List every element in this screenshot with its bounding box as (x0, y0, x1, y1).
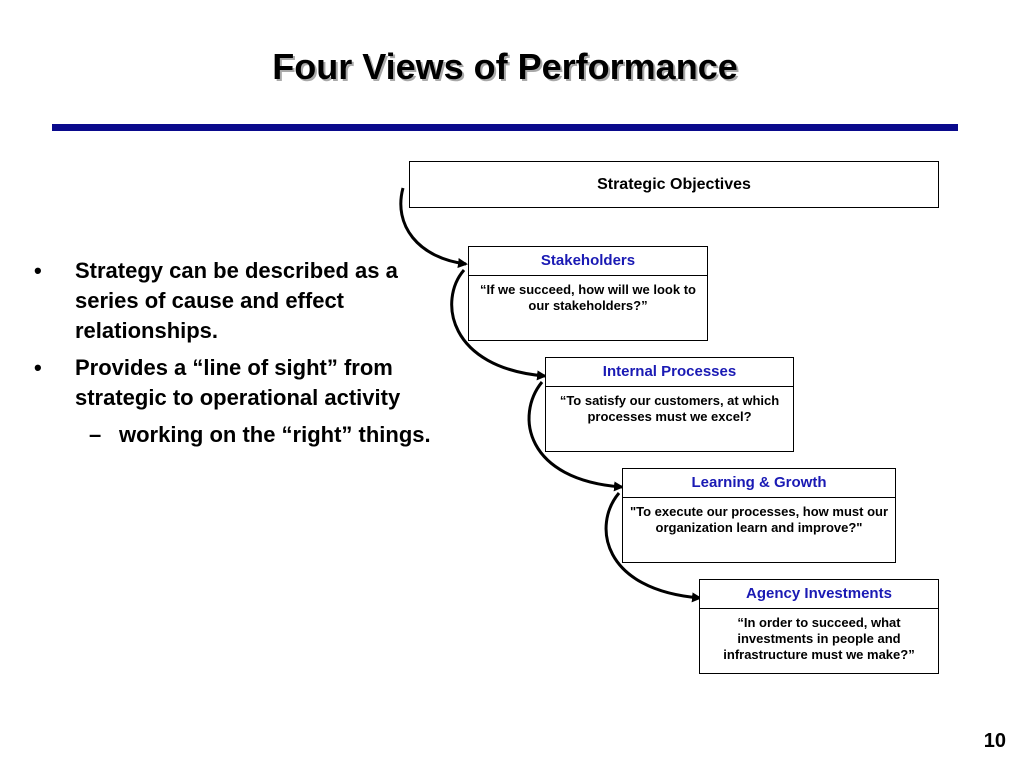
arrow-objectives-to-stakeholders (399, 187, 468, 268)
sub-bullet-mark: – (89, 422, 102, 447)
box-question: “In order to succeed, what investments i… (723, 615, 915, 662)
bullet-mark: • (34, 355, 42, 380)
arrow-learning-to-agency (604, 492, 702, 603)
box-heading: Stakeholders (469, 247, 707, 276)
strategic-objectives-box: Strategic Objectives (409, 161, 939, 208)
arrow-stakeholders-to-internal (450, 269, 547, 381)
sub-bullet-text: working on the “right” things. (119, 422, 431, 447)
bullet-text: Provides a “line of sight” from strategi… (75, 355, 401, 410)
learning-growth-box: Learning & Growth "To execute our proces… (622, 468, 896, 563)
slide-title: Four Views of Performance (272, 46, 738, 87)
bullet-mark: • (34, 258, 42, 283)
bullet-list: • Strategy can be described as a series … (34, 256, 444, 457)
stakeholders-box: Stakeholders “If we succeed, how will we… (468, 246, 708, 341)
sub-bullet-item: – working on the “right” things. (34, 420, 444, 450)
internal-processes-box: Internal Processes “To satisfy our custo… (545, 357, 794, 452)
box-question: "To execute our processes, how must our … (629, 504, 889, 535)
arrow-internal-to-learning (527, 381, 624, 492)
bullet-item: • Strategy can be described as a series … (34, 256, 444, 346)
bullet-text: Strategy can be described as a series of… (75, 258, 398, 343)
agency-investments-box: Agency Investments “In order to succeed,… (699, 579, 939, 674)
bullet-item: • Provides a “line of sight” from strate… (34, 353, 444, 413)
box-question: “If we succeed, how will we look to our … (480, 282, 696, 313)
box-heading: Agency Investments (700, 580, 938, 609)
box-heading: Internal Processes (546, 358, 793, 387)
box-heading: Learning & Growth (623, 469, 895, 498)
title-divider (52, 124, 958, 131)
box-question: “To satisfy our customers, at which proc… (559, 393, 780, 424)
page-number: 10 (983, 730, 1006, 752)
